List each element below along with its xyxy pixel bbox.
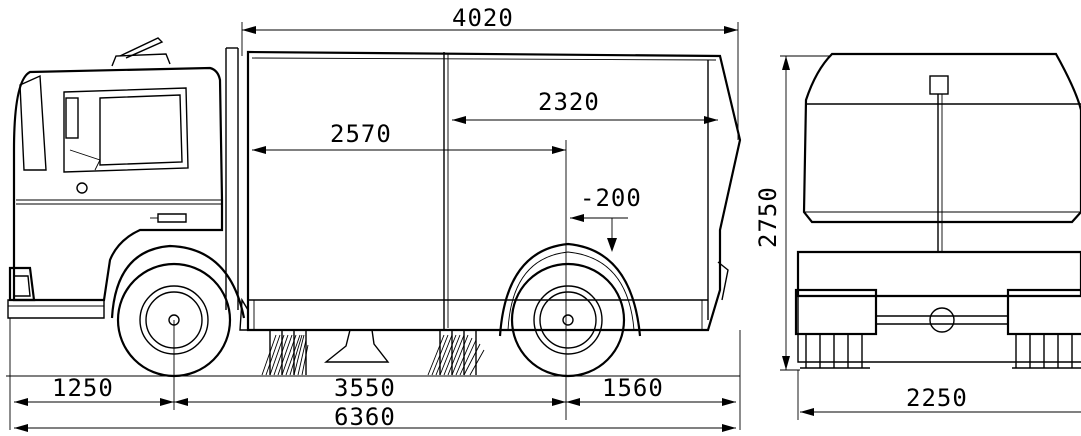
dimension-height: 2750 [754,55,830,371]
label-2320: 2320 [538,88,600,116]
label-1560: 1560 [602,374,664,402]
brushes [261,329,485,376]
label-2570: 2570 [330,120,392,148]
body-container [246,50,742,332]
label-1250: 1250 [52,374,114,402]
dimension-minus-200: -200 [570,184,642,252]
label-6360: 6360 [334,403,396,431]
rear-wheel [498,242,642,378]
dimension-2570: 2570 [252,120,567,420]
dimension-2320: 2320 [452,88,718,124]
truck-rear-view: 2750 2250 [754,52,1081,420]
label-4020: 4020 [452,4,514,32]
dimension-bottom-row: 1250 3550 1560 6360 [9,318,741,432]
dimension-width: 2250 [797,370,1081,420]
cab [7,37,239,319]
front-wheel [110,244,249,378]
dimension-body-length: 4020 [241,4,739,140]
label-2750: 2750 [754,186,782,248]
label-3550: 3550 [334,374,396,402]
truck-side-view: 4020 2320 2570 -200 [6,4,742,432]
label-minus-200: -200 [580,184,642,212]
label-2250: 2250 [906,384,968,412]
